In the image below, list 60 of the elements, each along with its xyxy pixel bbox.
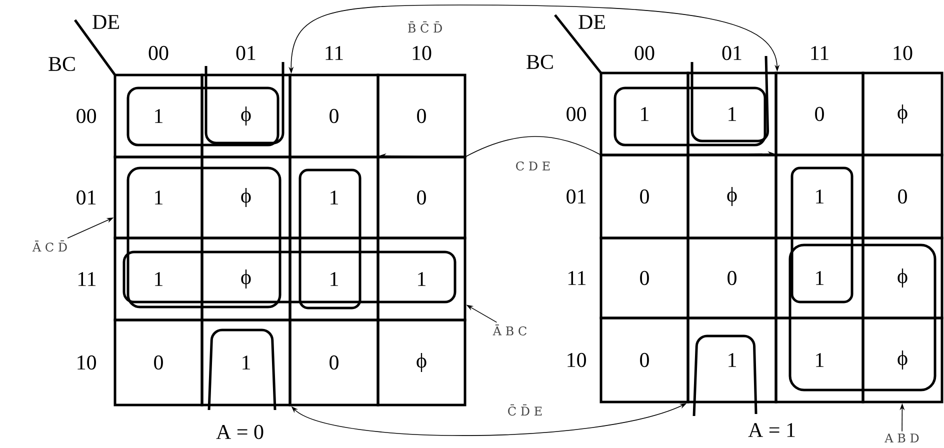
row-header: 01 <box>566 189 586 204</box>
column-header: 01 <box>236 46 256 60</box>
map-cell: ϕ <box>862 316 944 404</box>
column-header: 00 <box>148 46 168 60</box>
row-header: 11 <box>568 271 586 285</box>
map-cell: 1 <box>600 72 690 156</box>
map-cell: ϕ <box>376 318 466 406</box>
map-cell: 1 <box>114 236 204 322</box>
map-cell: 0 <box>774 72 864 156</box>
row-header: 00 <box>566 106 586 122</box>
row-header: 00 <box>76 108 96 124</box>
map-cell: 1 <box>686 316 778 404</box>
map-cell: 0 <box>376 74 466 158</box>
map-cell: 0 <box>376 156 466 240</box>
map-cell: ϕ <box>686 154 778 240</box>
map-cell: 0 <box>600 154 690 240</box>
column-header: 10 <box>894 46 912 60</box>
row-header: 11 <box>78 272 96 286</box>
map-cell: 0 <box>686 236 778 320</box>
axis-label: DE <box>578 15 605 29</box>
axis-label: DE <box>92 15 119 29</box>
map-caption: A = 0 <box>216 424 264 440</box>
map-cell: 1 <box>774 316 864 404</box>
edge-label: C̄ D̄ E <box>506 403 544 417</box>
edge-label: B̄ C̄ D̄ <box>406 20 444 34</box>
map-cell: 0 <box>600 236 690 320</box>
axis-label: BC <box>526 54 553 70</box>
map-cell: ϕ <box>862 236 944 320</box>
row-header: 01 <box>76 190 96 205</box>
row-header: 10 <box>78 355 96 370</box>
column-header: 11 <box>326 46 343 60</box>
axis-label: BC <box>48 56 75 72</box>
map-cell: 1 <box>774 154 864 240</box>
term-label: A B D <box>884 434 919 442</box>
column-header: 00 <box>634 46 654 60</box>
column-header: 01 <box>722 46 742 60</box>
column-header: 11 <box>811 46 828 60</box>
map-cell: 0 <box>288 74 380 158</box>
map-cell: 1 <box>774 236 864 320</box>
map-cell: ϕ <box>862 72 944 156</box>
map-cell: ϕ <box>200 236 292 322</box>
term-label: Ā C D̄ <box>32 240 67 252</box>
term-label: Ā B C <box>492 324 526 336</box>
map-cell: ϕ <box>200 156 292 240</box>
map-cell: 1 <box>114 74 204 158</box>
map-cell: ϕ <box>200 74 292 158</box>
row-header: 10 <box>568 352 586 368</box>
map-cell: 1 <box>686 72 778 156</box>
map-cell: 0 <box>288 318 380 406</box>
map-cell: 0 <box>862 154 944 240</box>
map-cell: 1 <box>288 156 380 240</box>
map-cell: 0 <box>114 318 204 406</box>
map-cell: 1 <box>200 318 292 406</box>
edge-label: C D E <box>514 160 552 172</box>
map-caption: A = 1 <box>748 423 795 437</box>
column-header: 10 <box>412 46 432 60</box>
map-cell: 1 <box>376 236 466 322</box>
map-cell: 1 <box>288 236 380 322</box>
map-cell: 0 <box>600 316 690 404</box>
map-cell: 1 <box>114 156 204 240</box>
